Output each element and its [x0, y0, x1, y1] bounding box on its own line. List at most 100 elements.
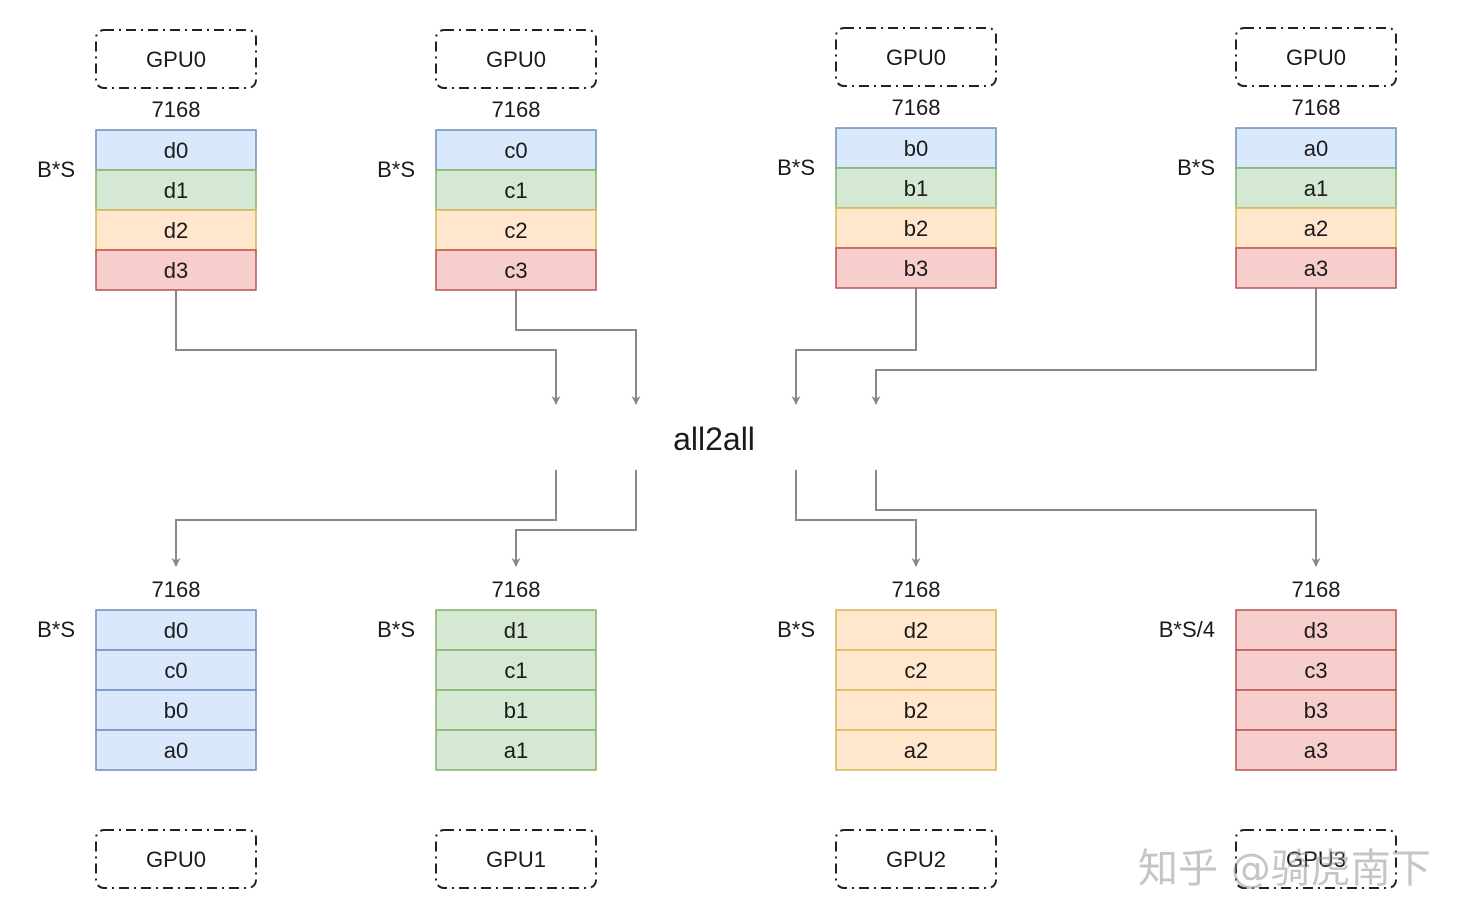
top-gpu-box-0 [95, 29, 257, 89]
bottom-cell-label-0-0: d0 [164, 618, 188, 643]
arrow-c-block-in [515, 290, 641, 405]
bottom-gpu-label-2: GPU2 [886, 847, 946, 872]
top-cell-1-0 [435, 129, 597, 171]
top-rows-label-0: B*S [37, 157, 75, 182]
top-gpu-label-1: GPU0 [486, 47, 546, 72]
bottom-gpu-box-2 [835, 829, 997, 889]
arrow-d-block-in [175, 290, 561, 405]
bottom-cell-label-2-3: a2 [904, 738, 928, 763]
top-cell-label-2-2: b2 [904, 216, 928, 241]
top-dim-label-3: 7168 [1292, 95, 1341, 120]
bottom-cell-0-0 [95, 609, 257, 651]
bottom-dim-label-3: 7168 [1292, 577, 1341, 602]
top-cell-label-0-2: d2 [164, 218, 188, 243]
arrow-to-gpu2 [795, 470, 921, 567]
bottom-cell-0-2 [95, 689, 257, 731]
top-dim-label-0: 7168 [152, 97, 201, 122]
top-cell-2-3 [835, 247, 997, 289]
arrow-to-gpu0 [171, 470, 557, 567]
bottom-cell-0-1 [95, 649, 257, 691]
top-cell-label-0-0: d0 [164, 138, 188, 163]
top-dim-label-2: 7168 [892, 95, 941, 120]
top-cell-label-0-1: d1 [164, 178, 188, 203]
top-cell-label-1-2: c2 [504, 218, 527, 243]
top-cell-3-0 [1235, 127, 1397, 169]
bottom-gpu-label-1: GPU1 [486, 847, 546, 872]
top-cell-1-1 [435, 169, 597, 211]
top-cell-label-2-0: b0 [904, 136, 928, 161]
bottom-cell-label-3-2: b3 [1304, 698, 1328, 723]
top-cell-label-0-3: d3 [164, 258, 188, 283]
bottom-rows-label-2: B*S [777, 617, 815, 642]
top-cell-label-2-3: b3 [904, 256, 928, 281]
bottom-cell-1-2 [435, 689, 597, 731]
bottom-cell-3-0 [1235, 609, 1397, 651]
top-cell-label-3-1: a1 [1304, 176, 1328, 201]
top-gpu-label-3: GPU0 [1286, 45, 1346, 70]
bottom-gpu-label-3: GPU3 [1286, 847, 1346, 872]
top-cell-2-1 [835, 167, 997, 209]
bottom-gpu-box-0 [95, 829, 257, 889]
arrow-b-block-in [791, 288, 917, 405]
bottom-dim-label-2: 7168 [892, 577, 941, 602]
top-row-blocks: GPU07168B*Sd0d1d2d3GPU07168B*Sc0c1c2c3GP… [37, 27, 1397, 291]
bottom-rows-label-0: B*S [37, 617, 75, 642]
bottom-rows-label-1: B*S [377, 617, 415, 642]
top-cell-label-3-0: a0 [1304, 136, 1328, 161]
top-cell-0-2 [95, 209, 257, 251]
top-cell-0-0 [95, 129, 257, 171]
top-cell-label-2-1: b1 [904, 176, 928, 201]
bottom-cell-3-3 [1235, 729, 1397, 771]
top-rows-label-2: B*S [777, 155, 815, 180]
bottom-rows-label-3: B*S/4 [1159, 617, 1215, 642]
bottom-cell-2-1 [835, 649, 997, 691]
bottom-cell-0-3 [95, 729, 257, 771]
bottom-dim-label-1: 7168 [492, 577, 541, 602]
bottom-cell-3-1 [1235, 649, 1397, 691]
arrow-to-gpu1 [511, 470, 637, 567]
top-gpu-label-2: GPU0 [886, 45, 946, 70]
top-cell-label-1-1: c1 [504, 178, 527, 203]
top-gpu-box-1 [435, 29, 597, 89]
bottom-cell-label-1-0: d1 [504, 618, 528, 643]
bottom-cell-label-1-1: c1 [504, 658, 527, 683]
bottom-cell-1-0 [435, 609, 597, 651]
top-cell-label-3-3: a3 [1304, 256, 1328, 281]
top-cell-label-1-3: c3 [504, 258, 527, 283]
bottom-cell-label-3-1: c3 [1304, 658, 1327, 683]
bottom-gpu-box-1 [435, 829, 597, 889]
top-cell-2-0 [835, 127, 997, 169]
top-cell-3-1 [1235, 167, 1397, 209]
top-gpu-box-2 [835, 27, 997, 87]
bottom-cell-label-1-2: b1 [504, 698, 528, 723]
top-cell-1-3 [435, 249, 597, 291]
bottom-cell-label-2-1: c2 [904, 658, 927, 683]
top-dim-label-1: 7168 [492, 97, 541, 122]
bottom-cell-label-3-3: a3 [1304, 738, 1328, 763]
top-cell-label-3-2: a2 [1304, 216, 1328, 241]
top-rows-label-1: B*S [377, 157, 415, 182]
bottom-cell-label-2-0: d2 [904, 618, 928, 643]
top-cell-3-3 [1235, 247, 1397, 289]
bottom-cell-label-1-3: a1 [504, 738, 528, 763]
arrow-a-block-in [871, 288, 1317, 405]
bottom-gpu-label-0: GPU0 [146, 847, 206, 872]
bottom-cell-label-0-2: b0 [164, 698, 188, 723]
arrow-connectors [171, 288, 1321, 567]
bottom-cell-1-3 [435, 729, 597, 771]
bottom-cell-label-0-1: c0 [164, 658, 187, 683]
top-cell-3-2 [1235, 207, 1397, 249]
bottom-cell-1-1 [435, 649, 597, 691]
top-cell-0-1 [95, 169, 257, 211]
top-rows-label-3: B*S [1177, 155, 1215, 180]
bottom-gpu-box-3 [1235, 829, 1397, 889]
all2all-label: all2all [673, 421, 755, 457]
top-gpu-box-3 [1235, 27, 1397, 87]
arrow-to-gpu3 [875, 470, 1321, 567]
top-cell-1-2 [435, 209, 597, 251]
top-gpu-label-0: GPU0 [146, 47, 206, 72]
bottom-cell-label-2-2: b2 [904, 698, 928, 723]
bottom-cell-label-0-3: a0 [164, 738, 188, 763]
